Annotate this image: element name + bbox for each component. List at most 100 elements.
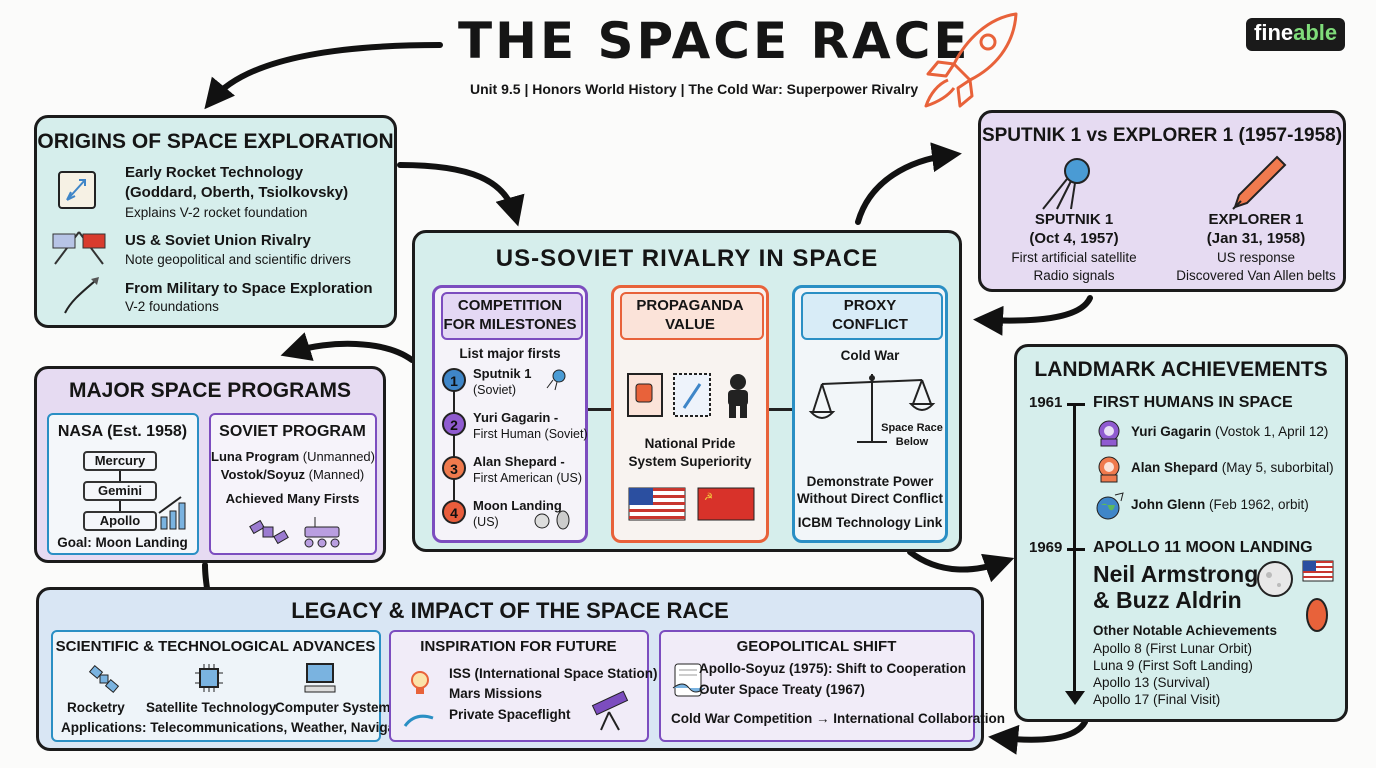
connector-line (587, 408, 613, 411)
rocket-launch-icon (64, 277, 99, 314)
page-title: THE SPACE RACE (458, 12, 971, 70)
cosmonaut-helmet-icon (1098, 420, 1120, 447)
competition-title: COMPETITION (457, 297, 563, 314)
milestone-title: Moon Landing (473, 498, 562, 513)
legacy-panel: LEGACY & IMPACT OF THE SPACE RACE SCIENT… (36, 587, 1005, 751)
person-row: Yuri Gagarin (Vostok 1, April 12) (1131, 424, 1329, 439)
computer-icon (304, 663, 336, 693)
origins-item-desc: Explains V-2 rocket foundation (125, 205, 308, 220)
milestone-title: Alan Shepard - (473, 454, 565, 469)
astronaut-name: Neil Armstrong (1093, 561, 1259, 587)
treaty-handshake-icon (672, 663, 706, 697)
sputnik-satellite-icon (1042, 158, 1090, 210)
arrow-sputnik-to-rivalry (973, 295, 1093, 336)
rivalry-panel: US-SOVIET RIVALRY IN SPACE COMPETITION F… (412, 230, 962, 552)
geo-detail: Cold War Competition → International Col… (671, 711, 1005, 726)
origins-item-title: US & Soviet Union Rivalry (125, 232, 311, 249)
proxy-card: PROXY CONFLICT Cold War Space Race Below… (792, 285, 948, 543)
science-item: Computer Systems (275, 700, 399, 715)
explorer-detail: US response (1216, 250, 1296, 265)
inspiration-item: Mars Missions (449, 686, 543, 701)
astronaut-helmet-icon (1098, 456, 1120, 483)
growth-chart-icon (158, 496, 186, 530)
sputnik-date: (Oct 4, 1957) (1029, 230, 1119, 247)
fist-poster-icon (627, 373, 663, 417)
origins-title: ORIGINS OF SPACE EXPLORATION (37, 130, 394, 153)
balance-scale-icon (808, 374, 936, 443)
inspiration-item: ISS (International Space Station) (449, 666, 658, 681)
legacy-title: LEGACY & IMPACT OF THE SPACE RACE (291, 598, 729, 623)
rivalry-title: US-SOVIET RIVALRY IN SPACE (495, 245, 879, 272)
origins-item-title: (Goddard, Oberth, Tsiolkovsky) (125, 184, 349, 201)
sputnik-small-icon (546, 369, 566, 391)
propaganda-title: VALUE (665, 316, 715, 333)
milestone-title: Yuri Gagarin - (473, 410, 559, 425)
competition-card: COMPETITION FOR MILESTONES List major fi… (432, 285, 588, 543)
milestone-sub: (US) (473, 515, 499, 529)
earth-orbit-icon (1096, 492, 1124, 520)
sputnik-detail: First artificial satellite (1011, 250, 1137, 265)
program-step: Mercury (83, 451, 157, 471)
nasa-title: NASA (Est. 1958) (57, 423, 188, 440)
arrow-rivalry-to-sputnik (855, 142, 962, 225)
milestone-number: 2 (442, 412, 466, 436)
brand-logo[interactable]: fineable (1246, 18, 1346, 51)
timeline-line (1073, 403, 1076, 699)
landmarks-title: LANDMARK ACHIEVEMENTS (1034, 358, 1328, 381)
inspiration-item: Private Spaceflight (449, 707, 571, 722)
geo-card: GEOPOLITICAL SHIFT Apollo-Soyuz (1975): … (659, 630, 1005, 742)
scroll-rocket-icon (58, 171, 96, 209)
person-row: John Glenn (Feb 1962, orbit) (1131, 497, 1309, 512)
competition-title: FOR MILESTONES (443, 316, 577, 333)
science-item: Rocketry (67, 700, 125, 715)
propaganda-card: PROPAGANDA VALUE National Pride System S… (611, 285, 769, 543)
moon-footprint-icon (534, 510, 570, 530)
proxy-detail: Without Direct Conflict (796, 491, 944, 506)
chip-icon (195, 664, 223, 692)
proxy-detail: ICBM Technology Link (797, 515, 943, 530)
proxy-title: CONFLICT (832, 316, 908, 333)
scale-label: Below (895, 436, 929, 448)
programs-title: MAJOR SPACE PROGRAMS (69, 379, 351, 402)
satellite-icon (88, 665, 120, 693)
milestone-sub: First American (US) (473, 471, 583, 485)
geo-title: GEOPOLITICAL SHIFT (736, 638, 897, 655)
milestone-sub: First Human (Soviet) (473, 427, 588, 441)
arrow-origins-to-rivalry (397, 162, 525, 227)
explorer-satellite-icon (1232, 155, 1287, 210)
arrow-rivalry-to-landmarks (907, 549, 1015, 583)
crossed-flags-icon (52, 231, 106, 265)
origins-item-title: From Military to Space Exploration (125, 280, 373, 297)
geo-detail: Apollo-Soyuz (1975): Shift to Cooperatio… (699, 661, 966, 676)
nasa-card: NASA (Est. 1958) Mercury Gemini Apollo G… (47, 413, 199, 555)
connector-line (767, 408, 793, 411)
us-ussr-flags-icon: ☭ (628, 487, 755, 521)
science-card: SCIENTIFIC & TECHNOLOGICAL ADVANCES Rock… (51, 630, 420, 742)
other-title: Other Notable Achievements (1093, 623, 1278, 638)
nasa-goal: Goal: Moon Landing (57, 535, 188, 550)
competition-subtitle: List major firsts (459, 346, 561, 361)
propaganda-title: PROPAGANDA (636, 297, 744, 314)
astronaut-name: & Buzz Aldrin (1093, 587, 1242, 613)
soviet-title: SOVIET PROGRAM (219, 423, 366, 440)
rocket-icon (924, 12, 1018, 108)
timeline-arrowhead (1065, 691, 1085, 705)
soviet-card: SOVIET PROGRAM Luna Program (Unmanned) V… (209, 413, 377, 555)
propaganda-detail: National Pride (644, 436, 736, 451)
propaganda-detail: System Superiority (628, 454, 752, 469)
program-step: Gemini (83, 481, 157, 501)
programs-panel: MAJOR SPACE PROGRAMS NASA (Est. 1958) Me… (34, 366, 386, 563)
science-title: SCIENTIFIC & TECHNOLOGICAL ADVANCES (55, 638, 376, 655)
other-item: Apollo 13 (Survival) (1093, 675, 1211, 690)
inspiration-card: INSPIRATION FOR FUTURE ISS (Internationa… (389, 630, 658, 742)
stamp-rocket-icon (673, 373, 711, 417)
telescope-icon (591, 690, 629, 731)
soviet-line: Achieved Many Firsts (225, 491, 360, 506)
milestone-number: 1 (442, 368, 466, 392)
soviet-line: Luna Program (Unmanned) (211, 449, 375, 464)
moon-flag-footprint-icon (1257, 560, 1334, 632)
arrow-title-to-origins (204, 42, 443, 110)
propaganda-poster-icons (627, 373, 748, 418)
sputnik-name: SPUTNIK 1 (1034, 211, 1114, 228)
science-apps: Applications: Telecommunications, Weathe… (61, 720, 420, 735)
